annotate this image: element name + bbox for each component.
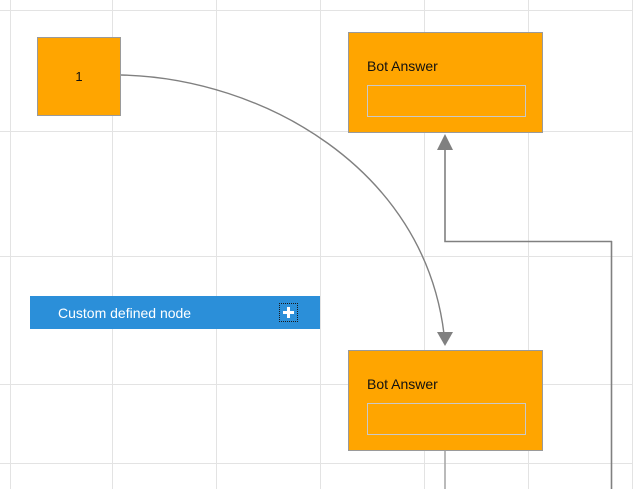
plus-icon[interactable] (279, 303, 298, 322)
node-bot-answer-top-slot[interactable] (367, 85, 526, 117)
node-bot-answer-top[interactable]: Bot Answer (348, 32, 543, 133)
node-bot-answer-top-title: Bot Answer (367, 58, 438, 74)
palette-item-custom-defined-node[interactable]: Custom defined node (30, 296, 320, 329)
node-bot-answer-bottom-title: Bot Answer (367, 376, 438, 392)
node-bot-answer-bottom-slot[interactable] (367, 403, 526, 435)
node-start-label: 1 (75, 69, 83, 84)
node-bot-answer-bottom[interactable]: Bot Answer (348, 350, 543, 451)
node-start[interactable]: 1 (37, 37, 121, 116)
palette-item-label: Custom defined node (58, 304, 192, 321)
